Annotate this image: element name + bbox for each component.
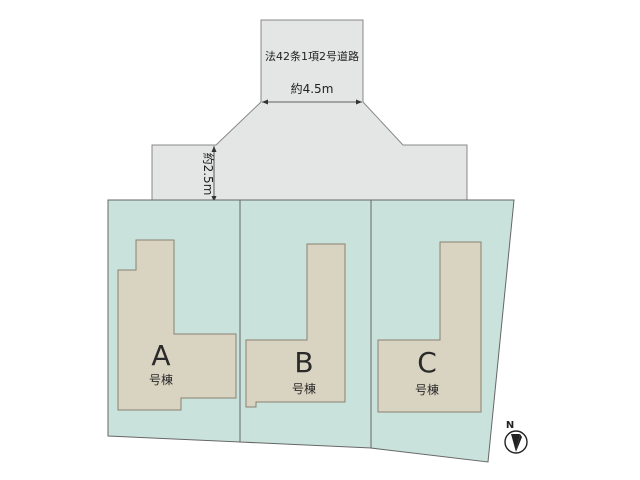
road-area [151,19,468,205]
road-width-dimension [262,99,362,105]
lot-a-sub-label: 号棟 [149,372,173,387]
road-name-label: 法42条1項2号道路 [265,49,359,63]
setback-label: 約2.5m [201,153,216,196]
lot-b-sub-label: 号棟 [292,381,316,396]
north-label: N [506,420,514,431]
lot-b-area [239,199,372,449]
lot-b-letter: B [294,346,313,379]
lot-c-letter: C [417,346,437,379]
lot-b-building [245,243,346,408]
lot-c-building [377,241,482,413]
setback-dimension [211,146,217,202]
lot-a-building [117,239,237,411]
north-arrow-icon [504,430,528,454]
road-width-label: 約4.5m [291,81,334,96]
lot-c-sub-label: 号棟 [415,382,439,397]
lot-a-letter: A [151,339,170,372]
